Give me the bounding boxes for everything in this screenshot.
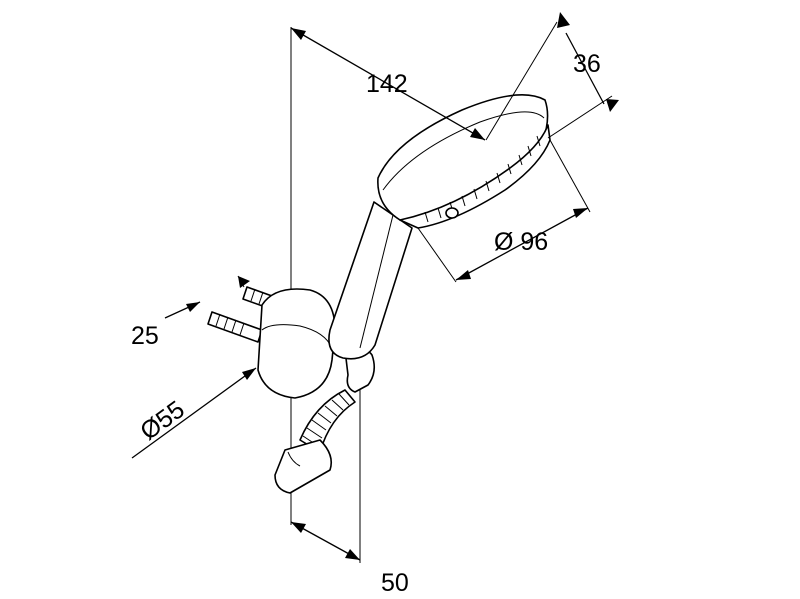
dimension-36: 36 [485,12,619,141]
wall-mount-holder [207,286,376,399]
dimension-diameter-96-label: Ø 96 [494,228,548,256]
dimension-36-label: 36 [573,50,601,78]
dimension-25: 25 [131,275,250,350]
dimension-50-label: 50 [381,569,409,597]
dimension-142-label: 142 [366,70,408,98]
dimension-50: 50 [290,521,409,597]
shower-handle [328,201,413,360]
dimension-diameter-55-label: Ø55 [135,395,190,445]
shower-hose [274,389,356,494]
shower-head [377,94,551,229]
dimension-diameter-96: Ø 96 [417,139,591,283]
dimension-diameter-55: Ø55 [131,367,257,459]
dimension-25-label: 25 [131,322,159,350]
dimension-142: 142 [290,27,486,141]
